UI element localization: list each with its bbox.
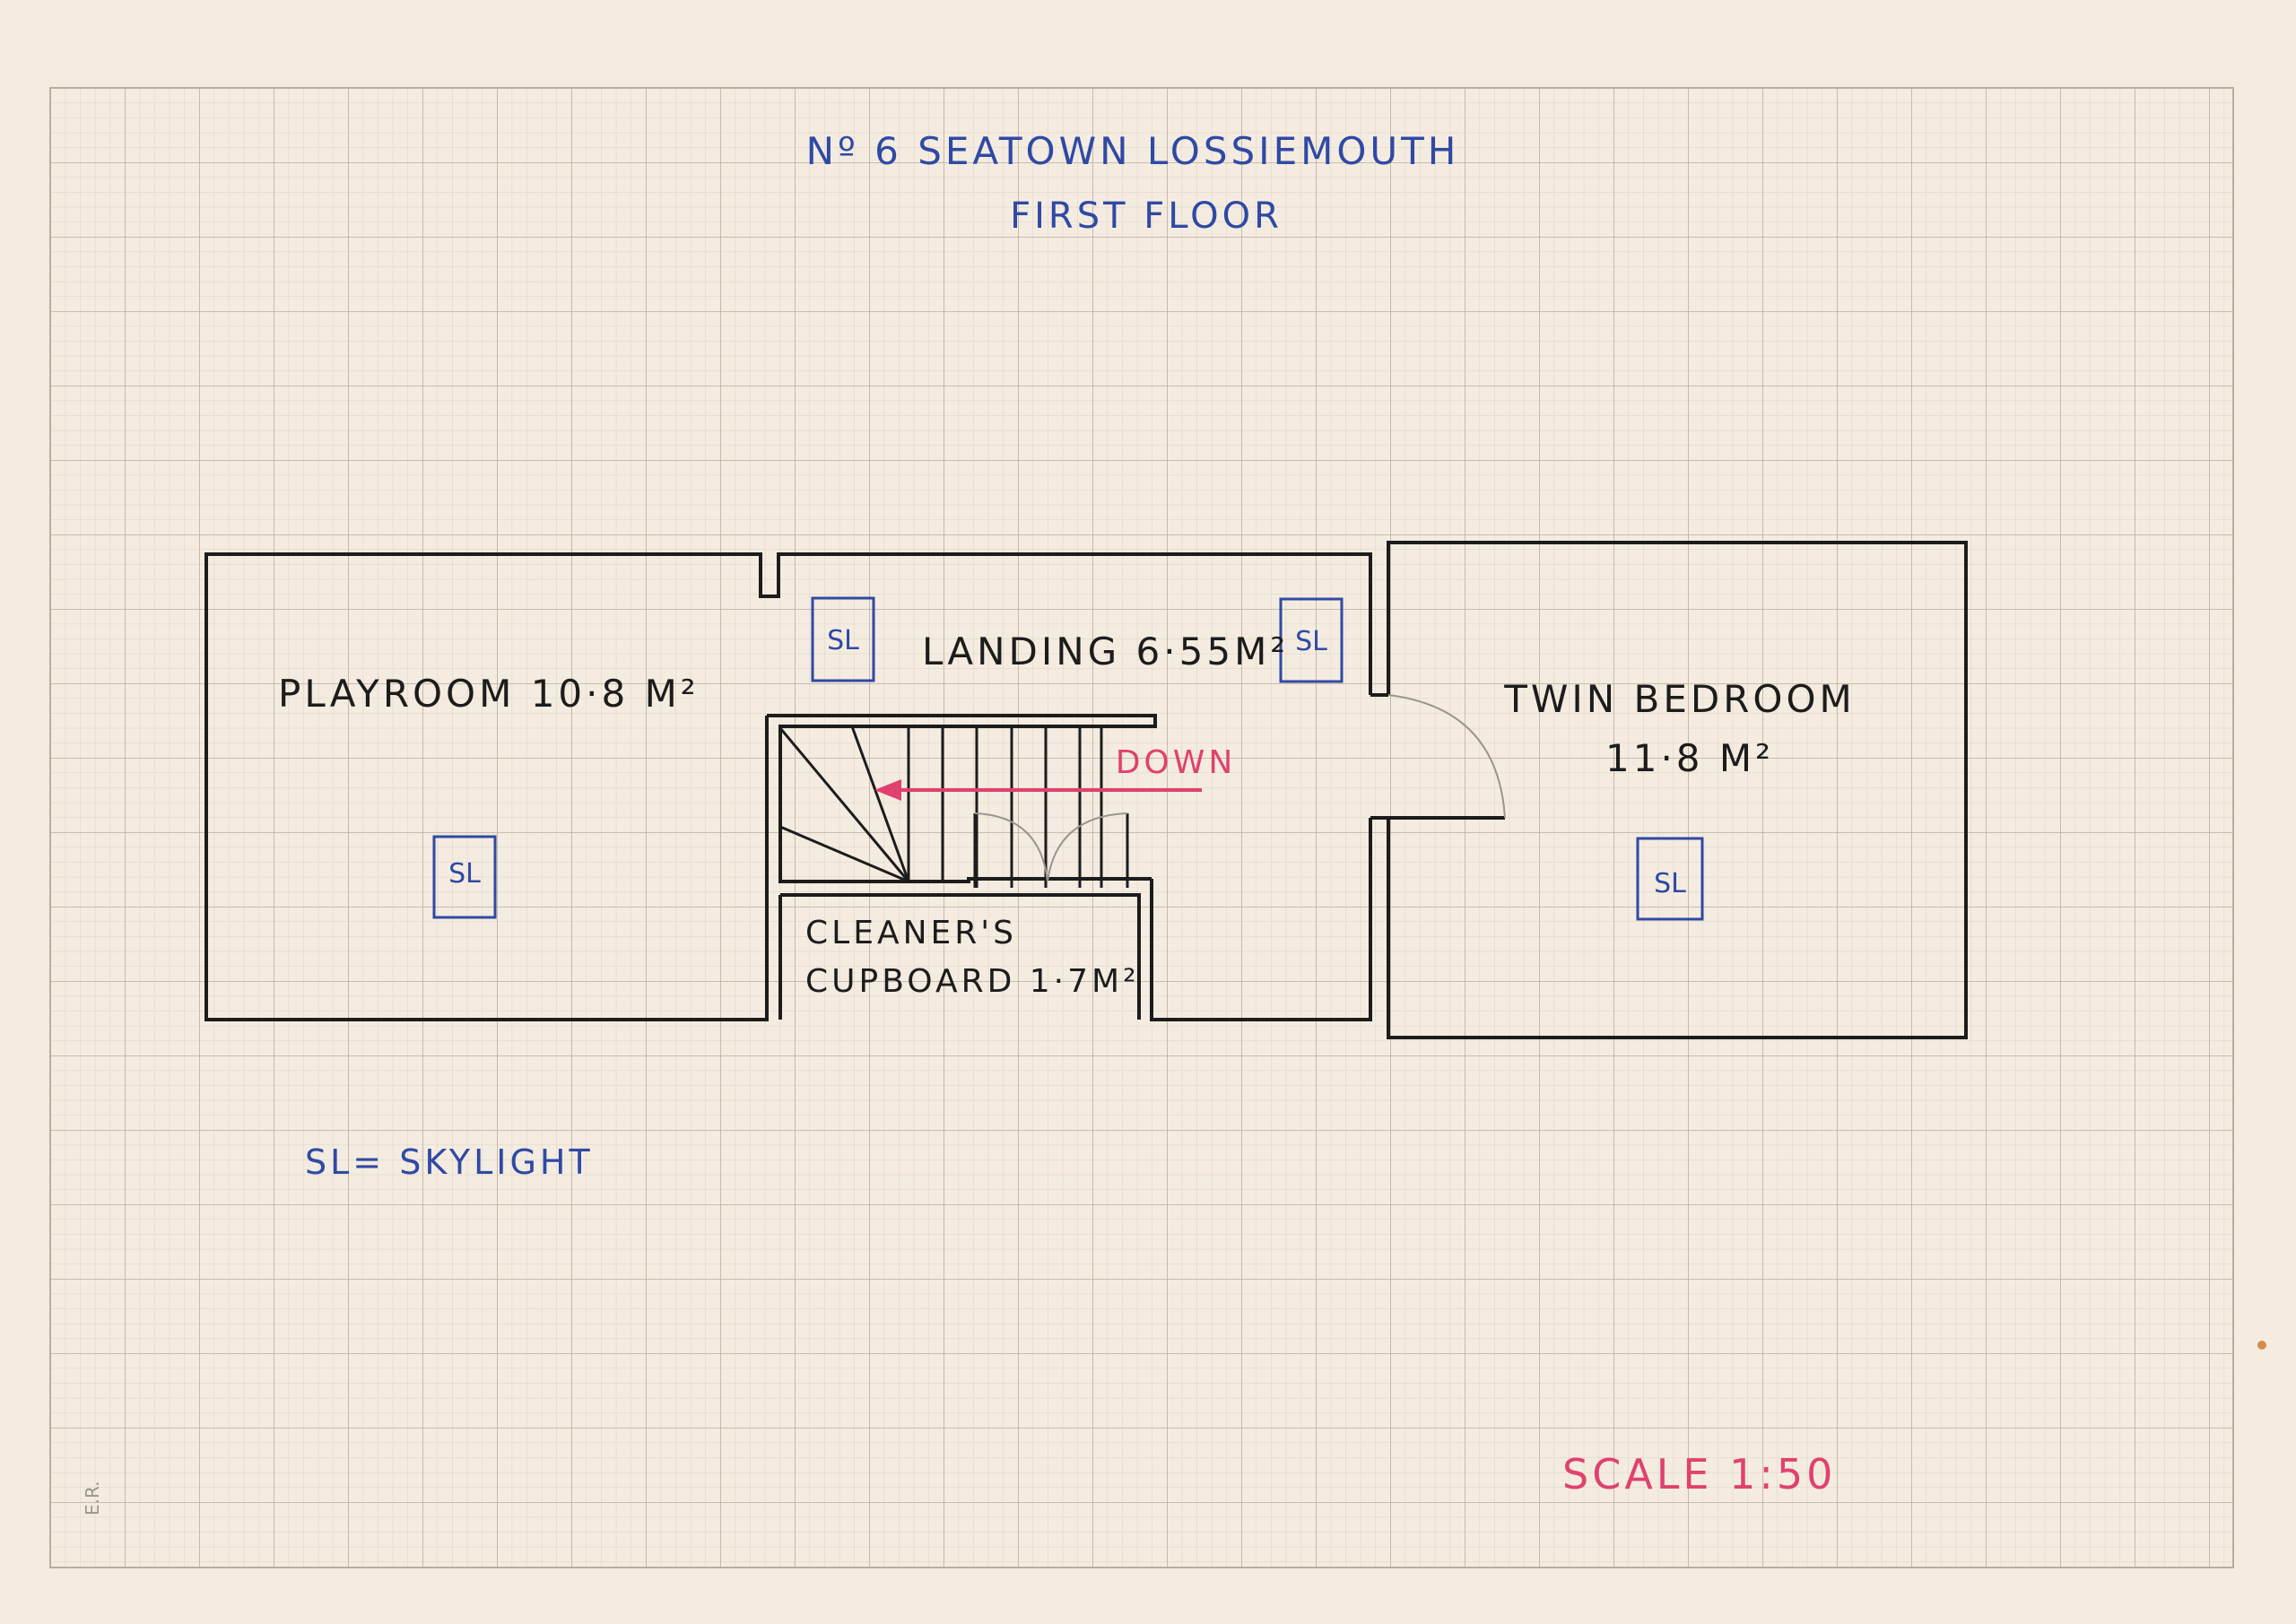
author-initials: E.R.: [82, 1481, 103, 1515]
skylight-landing-right: SL: [1279, 597, 1344, 683]
twin-bedroom-wall: [1387, 541, 1968, 1039]
skylight-legend: SL= SKYLIGHT: [305, 1142, 594, 1182]
skylight-landing-left: SL: [811, 596, 875, 682]
twin-bedroom-label: TWIN BEDROOM: [1503, 677, 1856, 721]
plan-title: Nº 6 SEATOWN LOSSIEMOUTH: [806, 129, 1460, 173]
skylights: SL SL SL SL: [432, 596, 1704, 921]
down-arrow: [874, 779, 1202, 801]
scale-label: SCALE 1:50: [1562, 1450, 1836, 1498]
twin-bedroom-area: 11·8 M²: [1605, 736, 1774, 780]
svg-text:SL: SL: [448, 858, 481, 890]
svg-text:SL: SL: [1295, 626, 1327, 657]
cupboard-area: CUPBOARD 1·7M²: [805, 963, 1140, 1000]
landing-bottom-wall: [1150, 818, 1372, 1021]
landing-top-wall: [759, 552, 1372, 695]
plan-subtitle: FIRST FLOOR: [1010, 195, 1283, 237]
paper-mark: [2257, 1341, 2266, 1350]
svg-text:SL: SL: [1654, 868, 1686, 899]
playroom-wall: [204, 552, 769, 1021]
stairs-down-label: DOWN: [1116, 744, 1237, 781]
cupboard-wall: [780, 893, 1141, 1020]
stair-enclosure: [767, 714, 1157, 883]
staircase: [778, 725, 1129, 888]
landing-label: LANDING 6·55M²: [922, 630, 1289, 673]
cupboard-door-swings: [974, 812, 1128, 882]
playroom-label: PLAYROOM 10·8 M²: [278, 672, 700, 716]
graph-paper-grid: [49, 87, 2234, 1568]
svg-text:SL: SL: [827, 625, 859, 656]
skylight-playroom: SL: [432, 835, 497, 919]
walls: [204, 541, 1968, 1039]
cupboard-label: CLEANER'S: [805, 915, 1017, 951]
skylight-bedroom: SL: [1636, 837, 1704, 921]
bedroom-door: [1387, 694, 1506, 819]
